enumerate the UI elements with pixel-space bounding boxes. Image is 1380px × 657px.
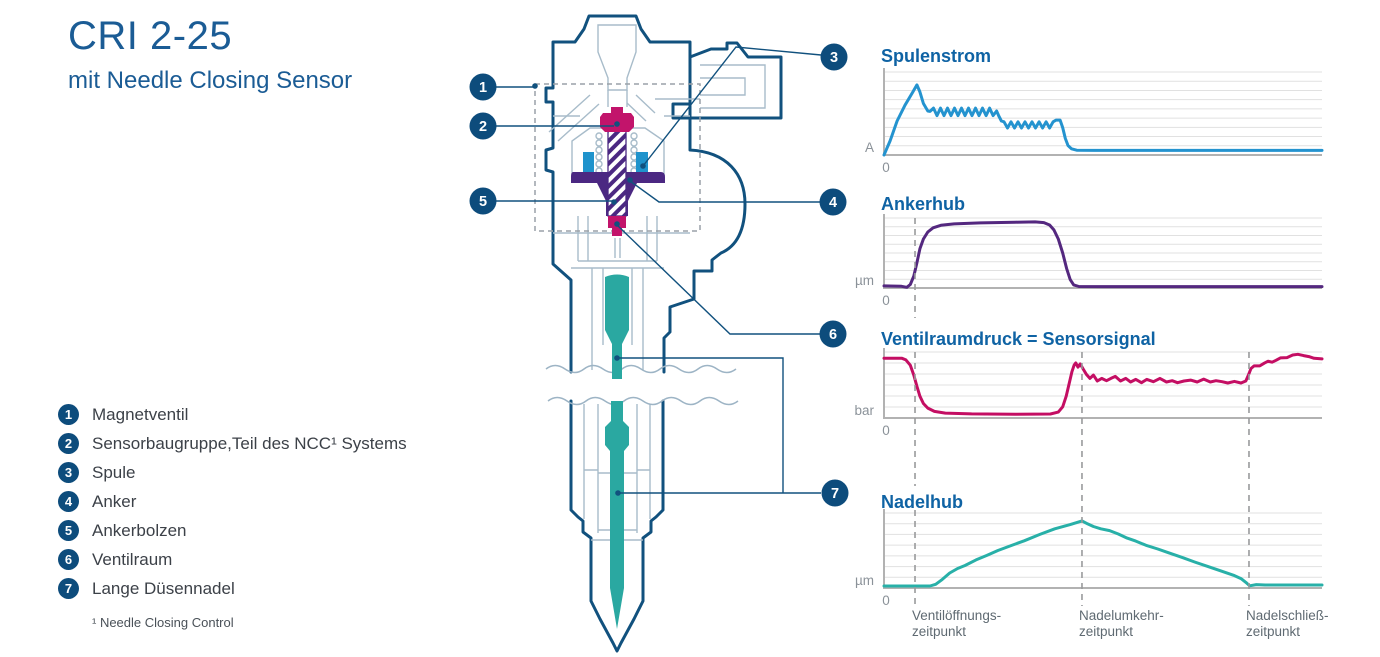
event-marker: Nadelumkehr-zeitpunkt xyxy=(1079,352,1164,639)
event-label: Nadelumkehr-zeitpunkt xyxy=(1079,608,1164,639)
chart-ankerhub: Ankerhub µm 0 xyxy=(855,194,1324,308)
legend-label: Ventilraum xyxy=(92,549,173,569)
chart-ventilraumdruck: Ventilraumdruck = Sensorsignal bar 0 xyxy=(854,329,1324,438)
coil-left xyxy=(583,152,594,173)
y-unit-label: A xyxy=(865,140,874,155)
chart-line-ventilraumdruck xyxy=(882,352,1324,416)
legend-number-badge: 4 xyxy=(58,491,79,512)
callout-3: 3 xyxy=(820,43,848,71)
legend-items: 1 Magnetventil 2 Sensorbaugruppe,Teil des N… xyxy=(58,404,478,599)
callout-6: 6 xyxy=(819,320,847,348)
event-marker: Nadelschließ-zeitpunkt xyxy=(1246,352,1329,639)
legend-number-badge: 1 xyxy=(58,404,79,425)
nozzle-needle xyxy=(605,274,629,629)
chart-line-nadelhub xyxy=(882,519,1324,588)
page-subtitle: mit Needle Closing Sensor xyxy=(68,67,353,94)
legend-item: 5 Ankerbolzen xyxy=(58,520,478,541)
break-lines xyxy=(545,364,739,406)
y-unit-label: µm xyxy=(855,273,874,288)
legend-item: 2 Sensorbaugruppe,Teil des NCC¹ Systems xyxy=(58,433,478,454)
legend-label: Magnetventil xyxy=(92,404,189,424)
origin-label: 0 xyxy=(882,293,890,308)
page-title: CRI 2-25 xyxy=(68,14,233,58)
legend-item: 6 Ventilraum xyxy=(58,549,478,570)
legend-label: Ankerbolzen xyxy=(92,520,187,540)
legend-number-badge: 5 xyxy=(58,520,79,541)
legend-number-badge: 7 xyxy=(58,578,79,599)
legend-item: 7 Lange Düsennadel xyxy=(58,578,478,599)
callout-number: 7 xyxy=(831,486,839,502)
legend-label: Lange Düsennadel xyxy=(92,578,235,598)
callout-1: 1 xyxy=(469,73,497,101)
callout-5: 5 xyxy=(469,187,497,215)
callout-7: 7 xyxy=(821,479,849,507)
legend-item: 4 Anker xyxy=(58,491,478,512)
callout-number: 6 xyxy=(829,327,837,343)
callout-lines xyxy=(496,46,822,496)
origin-label: 0 xyxy=(882,423,890,438)
origin-label: 0 xyxy=(882,160,890,175)
callout-number: 2 xyxy=(479,119,487,135)
chart-nadelhub: Nadelhub µm 0 xyxy=(855,492,1324,608)
callout-number: 1 xyxy=(479,80,487,96)
title-block: CRI 2-25 mit Needle Closing Sensor xyxy=(68,14,352,95)
legend-footnote: ¹ Needle Closing Control xyxy=(92,615,234,630)
callout-2: 2 xyxy=(469,112,497,140)
callout-number: 5 xyxy=(479,194,487,210)
legend-number-badge: 6 xyxy=(58,549,79,570)
callout-number: 4 xyxy=(829,195,837,211)
chart-line-spulenstrom xyxy=(882,83,1324,157)
event-label: Ventilöffnungs-zeitpunkt xyxy=(912,608,1001,639)
legend-number-badge: 2 xyxy=(58,433,79,454)
chart-title: Nadelhub xyxy=(881,492,963,512)
callout-circles: 1 2 3 4 5 6 7 xyxy=(469,43,849,507)
legend-label: Anker xyxy=(92,491,137,511)
event-marker: Ventilöffnungs-zeitpunkt xyxy=(912,218,1001,639)
legend-item: 3 Spule xyxy=(58,462,478,483)
origin-label: 0 xyxy=(882,593,890,608)
event-label: Nadelschließ-zeitpunkt xyxy=(1246,608,1329,639)
chart-line-ankerhub xyxy=(882,220,1324,289)
chart-title: Ventilraumdruck = Sensorsignal xyxy=(881,329,1156,349)
magnetventil-dashed-box xyxy=(534,83,701,232)
y-unit-label: µm xyxy=(855,573,874,588)
legend-label: Spule xyxy=(92,462,136,482)
legend-number-badge: 3 xyxy=(58,462,79,483)
colored-parts xyxy=(571,107,665,236)
legend-item: 1 Magnetventil xyxy=(58,404,478,425)
y-unit-label: bar xyxy=(854,403,874,418)
callout-number: 3 xyxy=(830,50,838,66)
legend-label: Sensorbaugruppe,Teil des NCC¹ Systems xyxy=(92,433,407,453)
legend: 1 Magnetventil 2 Sensorbaugruppe,Teil des N… xyxy=(58,404,478,630)
chart-title: Spulenstrom xyxy=(881,46,991,66)
chart-title: Ankerhub xyxy=(881,194,965,214)
callout-4: 4 xyxy=(819,188,847,216)
valve-chamber-stem xyxy=(612,228,622,236)
